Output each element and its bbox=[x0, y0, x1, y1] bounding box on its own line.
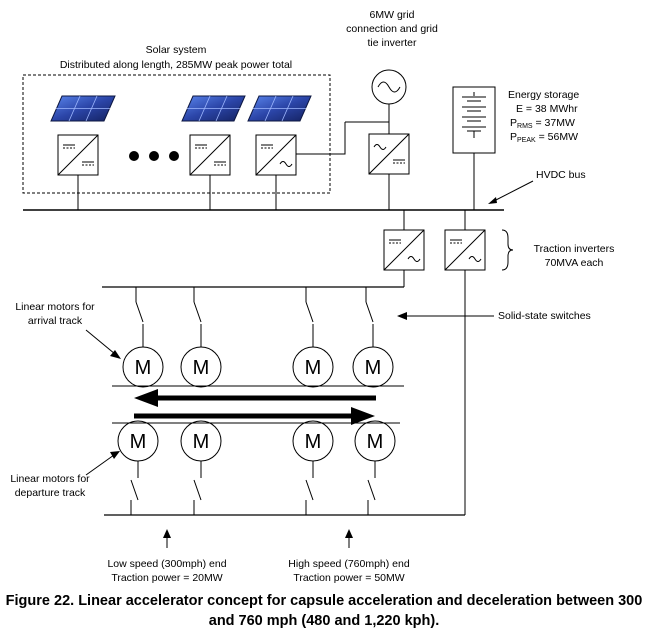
svg-text:M: M bbox=[130, 431, 147, 453]
svg-text:M: M bbox=[365, 357, 382, 379]
low-end-arrowhead bbox=[163, 529, 171, 538]
svg-text:M: M bbox=[135, 357, 152, 379]
svg-text:M: M bbox=[305, 431, 322, 453]
storage-title: Energy storage bbox=[508, 89, 579, 101]
solar-panel-3 bbox=[247, 95, 312, 122]
svg-text:M: M bbox=[367, 431, 384, 453]
solar-to-grid-link bbox=[296, 122, 346, 155]
caption-line1: Figure 22. Linear accelerator concept fo… bbox=[5, 593, 643, 609]
departure-label-line2: departure track bbox=[15, 487, 86, 499]
hvdc-pointer bbox=[491, 180, 534, 203]
solar-feeders bbox=[77, 175, 277, 210]
departure-motor-2: M bbox=[180, 420, 222, 462]
solar-converter-2 bbox=[189, 134, 231, 176]
battery-icon bbox=[452, 86, 496, 154]
solar-panel-1 bbox=[50, 95, 116, 122]
departure-motor-3: M bbox=[292, 420, 334, 462]
traction-label-line1: Traction inverters bbox=[534, 243, 615, 255]
arrival-arrowhead bbox=[110, 350, 121, 359]
grid-label-line3: tie inverter bbox=[367, 37, 417, 49]
departure-switches bbox=[130, 461, 376, 515]
departure-pointer bbox=[85, 454, 115, 476]
solar-subtitle: Distributed along length, 285MW peak pow… bbox=[60, 59, 292, 71]
departure-motor-4: M bbox=[354, 420, 396, 462]
switches-arrowhead bbox=[397, 312, 407, 320]
svg-text:M: M bbox=[305, 357, 322, 379]
svg-text:M: M bbox=[193, 431, 210, 453]
arrival-pointer bbox=[85, 329, 116, 355]
departure-label-line1: Linear motors for bbox=[10, 473, 90, 485]
storage-prms: PRMS = 37MW bbox=[510, 117, 575, 130]
arrival-motor-1: M bbox=[122, 346, 164, 388]
switches-label: Solid-state switches bbox=[498, 310, 591, 322]
hvdc-pointer-arrowhead bbox=[488, 197, 497, 204]
high-end-arrowhead bbox=[345, 529, 353, 538]
low-end-line2: Traction power = 20MW bbox=[111, 572, 222, 584]
ac-source-icon bbox=[371, 69, 407, 105]
high-end-line1: High speed (760mph) end bbox=[288, 558, 410, 570]
caption-line2: and 760 mph (480 and 1,220 kph). bbox=[208, 613, 440, 629]
solar-system-boundary bbox=[22, 74, 331, 194]
solar-converter-1 bbox=[57, 134, 99, 176]
direction-arrow-left bbox=[134, 389, 376, 407]
solar-inverter-3 bbox=[255, 134, 297, 176]
direction-arrow-right bbox=[134, 407, 375, 425]
svg-text:M: M bbox=[193, 357, 210, 379]
arrival-label-line2: arrival track bbox=[28, 315, 83, 327]
storage-ppeak: PPEAK = 56MW bbox=[510, 131, 578, 144]
solar-title: Solar system bbox=[146, 44, 207, 56]
arrival-motor-3: M bbox=[292, 346, 334, 388]
grid-tie-inverter bbox=[368, 133, 410, 175]
departure-motor-1: M bbox=[117, 420, 159, 462]
traction-brace bbox=[501, 229, 514, 271]
storage-energy: E = 38 MWhr bbox=[516, 103, 578, 115]
high-end-line2: Traction power = 50MW bbox=[293, 572, 404, 584]
figure-caption: Figure 22. Linear accelerator concept fo… bbox=[0, 591, 648, 631]
departure-arrowhead bbox=[110, 451, 120, 459]
arrival-label-line1: Linear motors for bbox=[15, 301, 95, 313]
arrival-motor-2: M bbox=[180, 346, 222, 388]
grid-label-line2: connection and grid bbox=[346, 23, 438, 35]
traction-inverter-2 bbox=[444, 229, 486, 271]
ellipsis-dots bbox=[129, 151, 179, 161]
low-end-line1: Low speed (300mph) end bbox=[107, 558, 226, 570]
arrival-switches bbox=[135, 287, 374, 347]
solar-panel-2 bbox=[181, 95, 246, 122]
arrival-motor-4: M bbox=[352, 346, 394, 388]
hvdc-label: HVDC bus bbox=[536, 169, 586, 181]
grid-label-line1: 6MW grid bbox=[370, 9, 415, 21]
traction-label-line2: 70MVA each bbox=[545, 257, 604, 269]
traction-inverter-1 bbox=[383, 229, 425, 271]
